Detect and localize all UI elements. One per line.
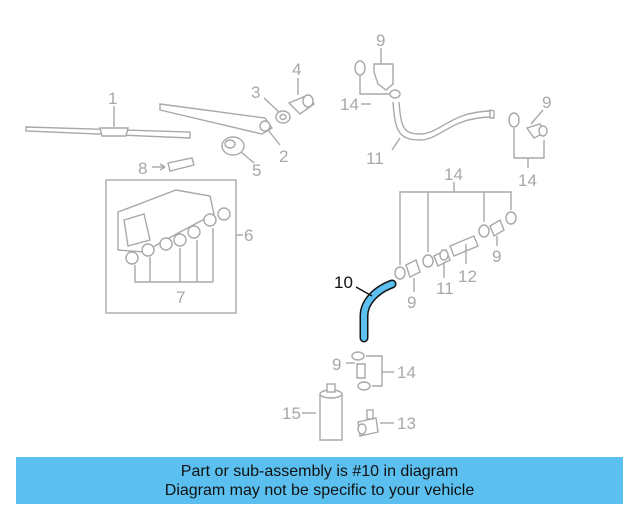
label-part-9-right: 9 — [542, 93, 551, 112]
label-part-3: 3 — [251, 83, 260, 102]
info-banner: Part or sub-assembly is #10 in diagram D… — [16, 457, 623, 504]
cap-part — [287, 78, 315, 115]
label-part-15: 15 — [282, 404, 301, 423]
label-part-9-top: 9 — [376, 31, 385, 50]
label-part-10-highlighted: 10 — [334, 273, 353, 292]
label-part-14-top: 14 — [340, 95, 359, 114]
label-part-11-top: 11 — [366, 149, 384, 168]
banner-line-2: Diagram may not be specific to your vehi… — [164, 481, 475, 499]
washer-pump-part — [302, 383, 343, 441]
label-part-12: 12 — [458, 267, 477, 286]
label-part-1: 1 — [108, 89, 117, 108]
wiper-arm-part — [159, 103, 281, 146]
middle-connector-chain — [394, 182, 517, 292]
parts-diagram: 1 2 3 4 5 8 — [25, 31, 551, 441]
label-part-14-lower: 14 — [397, 363, 416, 382]
label-part-7: 7 — [176, 288, 185, 307]
wiper-blade-part — [25, 106, 191, 139]
right-connector-group — [508, 109, 548, 168]
label-part-6: 6 — [244, 226, 253, 245]
label-part-2: 2 — [279, 147, 288, 166]
label-part-9-middle-b: 9 — [492, 247, 501, 266]
upper-hose-group — [354, 48, 495, 151]
label-part-9-lower: 9 — [332, 355, 341, 374]
grommet-part — [221, 136, 255, 164]
label-part-9-middle-a: 9 — [407, 293, 416, 312]
pump-connector-part — [357, 409, 394, 437]
bolt-part — [152, 157, 195, 172]
label-part-14-right: 14 — [518, 171, 537, 190]
label-part-4: 4 — [292, 60, 301, 79]
banner-line-1: Part or sub-assembly is #10 in diagram — [180, 462, 459, 480]
label-part-14-middle: 14 — [444, 165, 463, 184]
nut-part — [263, 97, 291, 124]
lower-connector-group — [346, 351, 394, 391]
highlighted-hose-part-10 — [355, 279, 397, 343]
label-part-5: 5 — [252, 161, 261, 180]
label-part-13: 13 — [397, 414, 416, 433]
wiper-motor-assembly — [105, 179, 243, 314]
label-part-11-middle: 11 — [436, 279, 454, 298]
label-part-8: 8 — [138, 159, 147, 178]
